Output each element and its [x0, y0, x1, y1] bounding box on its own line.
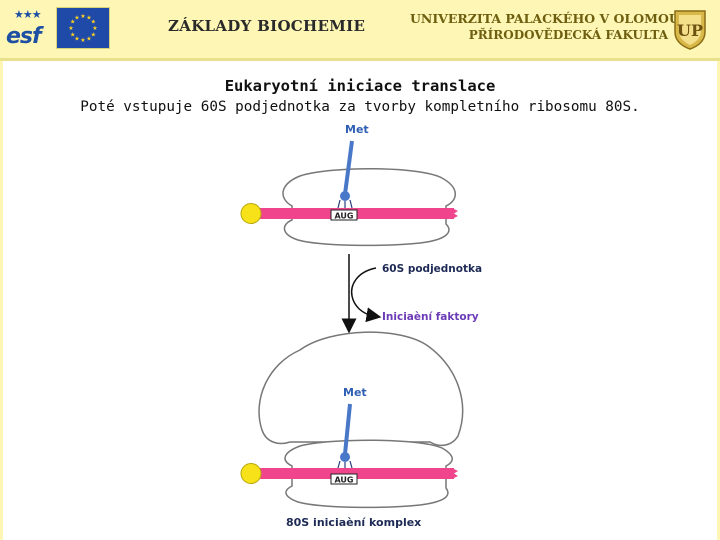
top-complex: AUG Met: [240, 123, 458, 247]
80s-complex-label: 80S iniciaèní komplex: [286, 516, 421, 529]
top-met-label: Met: [345, 123, 369, 136]
svg-text:★: ★: [74, 15, 79, 22]
bottom-trna-anticodon-icon: [340, 452, 350, 462]
top-codon-box: [330, 209, 358, 221]
top-small-subunit: [282, 167, 456, 247]
bottom-met-label: Met: [343, 386, 367, 399]
top-trna-legs: [337, 199, 353, 209]
svg-text:★: ★: [91, 19, 96, 26]
upol-logo-icon: UP: [672, 8, 708, 50]
header-divider: [0, 58, 720, 61]
slide-title: Eukaryotní iniciace translace: [224, 77, 496, 95]
slide-subtitle: Poté vstupuje 60S podjednotka za tvorby …: [80, 99, 640, 115]
initiation-factors-label: Iniciaèní faktory: [382, 311, 479, 323]
svg-text:★: ★: [70, 19, 75, 26]
svg-text:★: ★: [80, 37, 85, 44]
university-name: UNIVERZITA PALACKÉHO V OLOMOUCI PŘÍRODOV…: [410, 10, 696, 44]
esf-logo-text: esf: [6, 24, 42, 49]
svg-text:★: ★: [70, 32, 75, 39]
bottom-codon-label: AUG: [334, 476, 353, 485]
top-5-cap-icon: [240, 203, 262, 224]
header-band: [0, 0, 720, 58]
60s-subunit-label: 60S podjednotka: [382, 263, 482, 275]
reaction-arrow: 60S podjednotka Iniciaèní faktory: [341, 254, 482, 334]
upol-logo-text: UP: [677, 21, 703, 40]
top-trna-anticodon-icon: [340, 191, 350, 201]
bottom-trna-stem: [343, 403, 352, 455]
bottom-complex: AUG Met 80S iniciaèní komplex: [240, 331, 464, 529]
bottom-5-cap-icon: [240, 463, 262, 484]
svg-text:★: ★: [80, 13, 85, 20]
top-codon-label: AUG: [334, 212, 353, 221]
esf-stars-icon: ★★★: [14, 8, 42, 21]
curved-arrow: [350, 267, 382, 323]
top-mrna-end-icon: [452, 208, 458, 219]
esf-logo: ★★★ esf: [6, 8, 52, 50]
svg-text:★: ★: [86, 15, 91, 22]
svg-text:★: ★: [74, 36, 79, 43]
top-trna-stem: [343, 140, 354, 195]
faculty-line: PŘÍRODOVĚDECKÁ FAKULTA: [468, 28, 668, 42]
course-title: ZÁKLADY BIOCHEMIE: [168, 17, 366, 35]
frame-left: [0, 61, 3, 540]
bottom-large-subunit: [258, 331, 464, 447]
bottom-trna-legs: [337, 460, 353, 469]
svg-text:★: ★: [91, 32, 96, 39]
university-line1: UNIVERZITA PALACKÉHO V OLOMOUCI: [410, 11, 696, 26]
bottom-codon-box: [330, 473, 358, 485]
eu-flag-icon: ★★★ ★★★ ★★★ ★★★: [56, 7, 110, 49]
frame-right: [717, 61, 720, 540]
svg-text:★: ★: [68, 25, 73, 32]
svg-text:★: ★: [86, 36, 91, 43]
svg-text:★: ★: [92, 25, 97, 32]
bottom-mrna-end-icon: [452, 468, 458, 479]
